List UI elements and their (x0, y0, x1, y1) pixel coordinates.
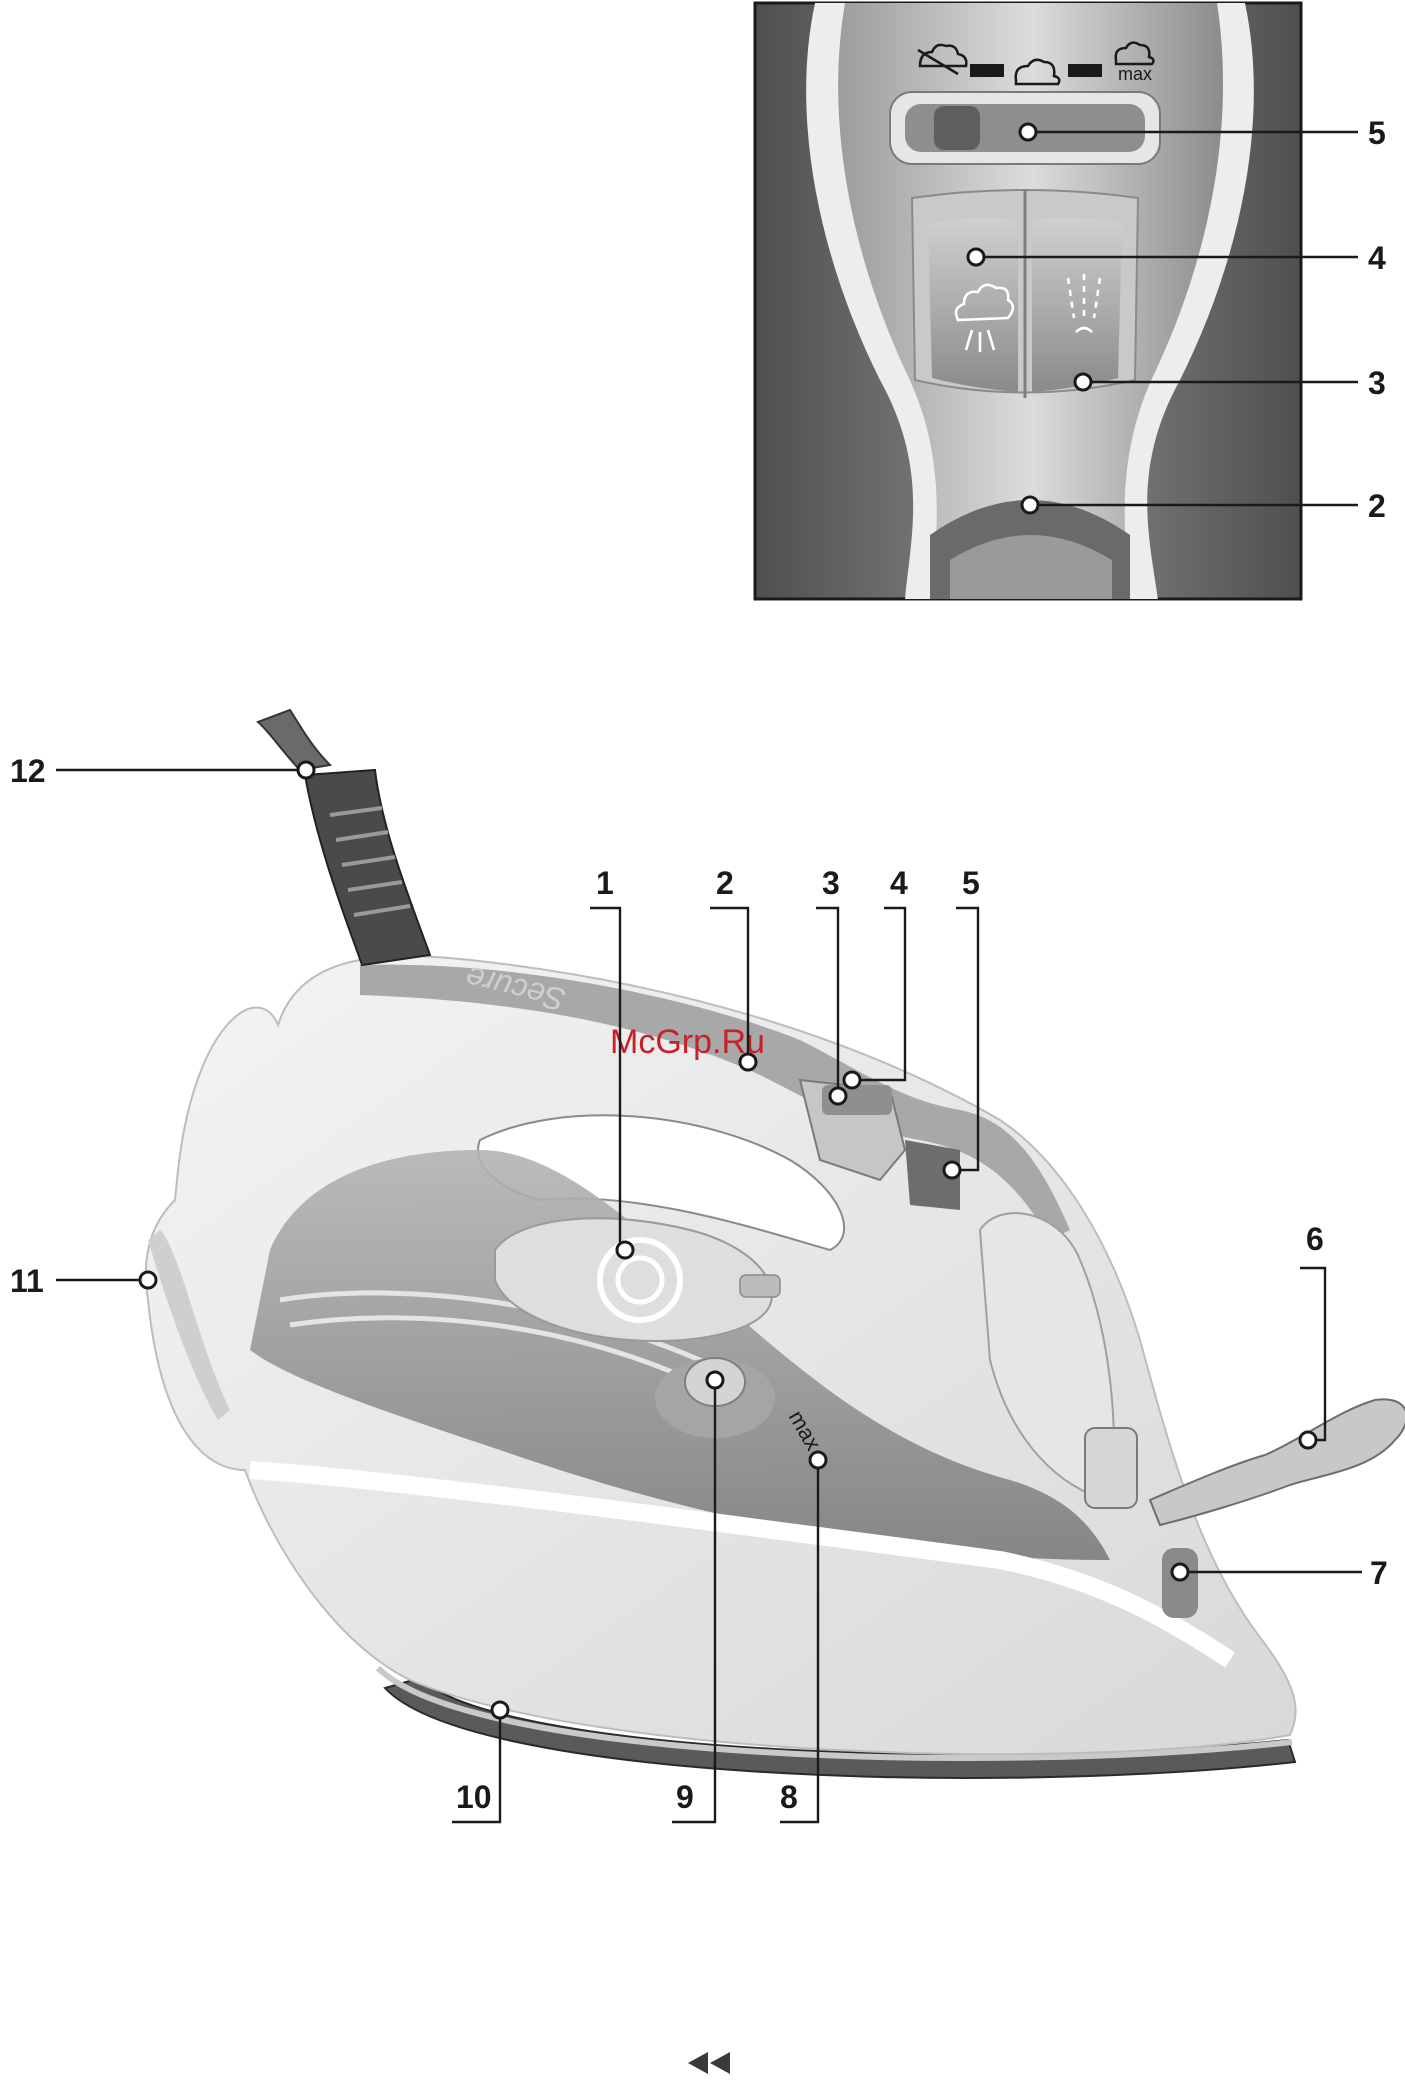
iron-callout-11: 11 (10, 1263, 156, 1299)
svg-text:11: 11 (10, 1263, 44, 1299)
svg-text:9: 9 (676, 1779, 694, 1815)
iron-callout-12: 12 (10, 753, 314, 789)
svg-text:6: 6 (1306, 1221, 1324, 1257)
steam-max-label: max (1118, 64, 1152, 84)
svg-text:1: 1 (596, 865, 614, 901)
svg-text:5: 5 (1368, 115, 1386, 151)
svg-text:3: 3 (1368, 365, 1386, 401)
svg-text:2: 2 (1368, 488, 1386, 524)
spray-nozzle (1150, 1399, 1405, 1525)
svg-text:12: 12 (10, 753, 46, 789)
steam-level-bar-low (970, 64, 1004, 77)
svg-text:8: 8 (780, 1779, 798, 1815)
double-left-chevron-icon[interactable] (688, 2052, 730, 2074)
svg-text:3: 3 (822, 865, 840, 901)
svg-text:4: 4 (1368, 240, 1386, 276)
steam-level-bar-high (1068, 64, 1102, 77)
detail-panel: max 5 4 3 (755, 3, 1386, 600)
svg-text:4: 4 (890, 865, 908, 901)
iron-illustration: Secure max McGrp.Ru (146, 710, 1405, 1778)
svg-text:10: 10 (456, 1779, 492, 1815)
iron-callout-6: 6 (1300, 1221, 1325, 1448)
cord-guard (305, 770, 430, 965)
svg-text:5: 5 (962, 865, 980, 901)
power-cord (258, 710, 330, 770)
svg-text:2: 2 (716, 865, 734, 901)
svg-text:7: 7 (1370, 1555, 1388, 1591)
